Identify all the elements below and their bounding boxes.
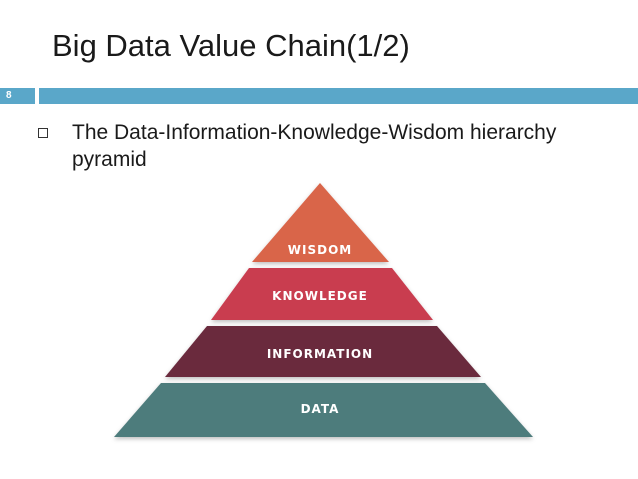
tier-data — [114, 383, 533, 437]
tier-information — [165, 326, 481, 377]
slide-number: 8 — [6, 90, 12, 101]
tier-knowledge — [211, 268, 433, 320]
bullet-text: The Data-Information-Knowledge-Wisdom hi… — [72, 121, 557, 171]
tier-label-information: INFORMATION — [267, 347, 373, 361]
tier-label-knowledge: KNOWLEDGE — [272, 289, 368, 303]
tier-label-wisdom: WISDOM — [288, 243, 352, 257]
slide-number-box: 8 — [0, 88, 35, 104]
bullet-square-icon — [38, 128, 48, 138]
slide-title: Big Data Value Chain(1/2) — [52, 28, 410, 63]
tier-wisdom — [252, 183, 389, 262]
tier-label-data: DATA — [301, 402, 340, 416]
header-rule — [39, 88, 638, 104]
